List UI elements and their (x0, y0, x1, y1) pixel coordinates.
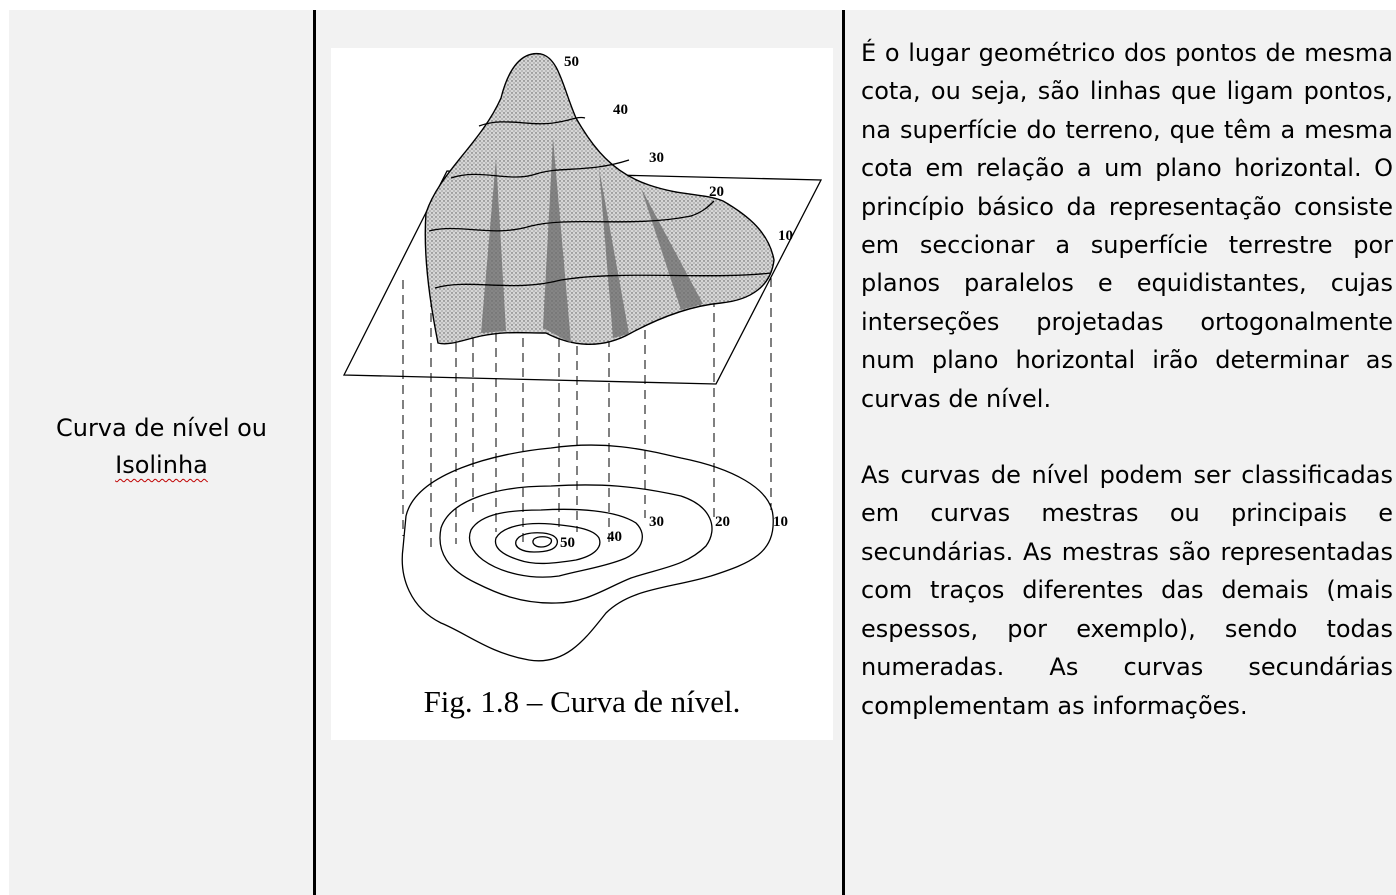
term-line-2: Isolinha (115, 451, 208, 479)
contour-map-labels: 50 40 30 20 10 (560, 514, 788, 551)
description-cell: É o lugar geométrico dos pontos de mesma… (861, 34, 1393, 725)
horizontal-plane (342, 170, 823, 385)
contour-figure: 50 40 30 20 10 50 40 30 20 10 Fig. 1.8 –… (331, 48, 833, 740)
label-top-40: 40 (613, 102, 628, 118)
contour-map (401, 444, 774, 662)
label-top-50: 50 (564, 54, 579, 70)
label-map-20: 20 (715, 514, 730, 530)
label-map-50: 50 (560, 535, 575, 551)
mountain-labels: 50 40 30 20 10 (564, 54, 793, 244)
mountain-contours (428, 116, 772, 289)
description-paragraph-2: As curvas de nível podem ser classificad… (861, 461, 1393, 720)
label-map-30: 30 (649, 514, 664, 530)
term-line-1: Curva de nível ou (55, 414, 268, 442)
mountain-shadows (481, 138, 703, 343)
contour-illustration: 50 40 30 20 10 50 40 30 20 10 (342, 52, 823, 662)
description-paragraph-1: É o lugar geométrico dos pontos de mesma… (861, 39, 1393, 413)
column-divider-1 (313, 10, 316, 895)
label-map-40: 40 (607, 529, 622, 545)
label-top-10: 10 (778, 228, 793, 244)
column-divider-2 (842, 10, 845, 895)
term-cell: Curva de nível ou Isolinha (9, 10, 314, 895)
label-top-30: 30 (649, 150, 664, 166)
mountain-surface (424, 52, 775, 345)
term-label: Curva de nível ou Isolinha (56, 410, 267, 484)
label-map-10: 10 (773, 514, 788, 530)
figure-caption: Fig. 1.8 – Curva de nível. (423, 684, 741, 719)
label-top-20: 20 (709, 184, 724, 200)
